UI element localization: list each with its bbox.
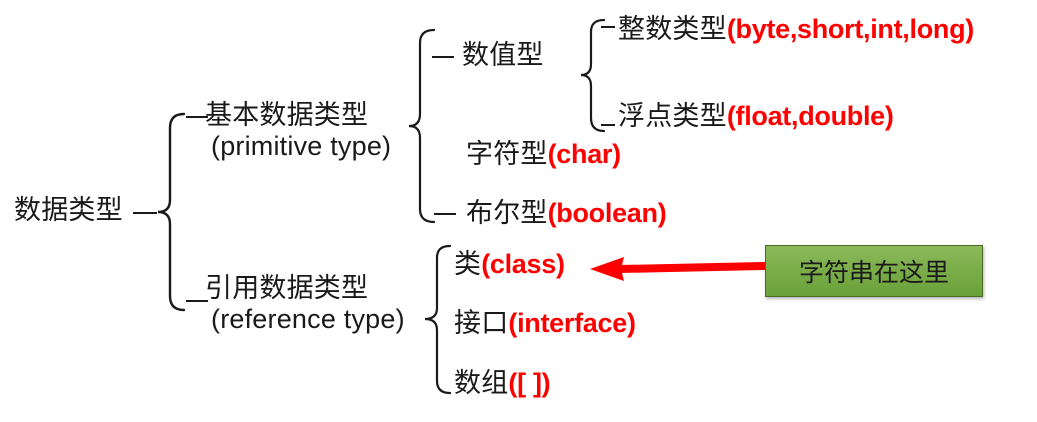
node-interface-label: 接口 xyxy=(454,308,509,339)
node-numeric-label: 数值型 xyxy=(462,40,544,71)
node-char-type: 字符型(char) xyxy=(466,139,621,171)
node-root: 数据类型 xyxy=(14,195,123,227)
node-reference-type: 引用数据类型 (reference type) xyxy=(205,273,405,334)
node-class-type: 类(class) xyxy=(454,249,565,281)
node-integer-code: (byte,short,int,long) xyxy=(726,14,974,44)
node-boolean-type: 布尔型(boolean) xyxy=(466,198,667,230)
node-primitive-label: 基本数据类型 xyxy=(205,100,369,131)
node-char-label: 字符型 xyxy=(466,139,548,170)
node-class-code: (class) xyxy=(481,249,565,279)
connector-root xyxy=(133,212,157,214)
node-float-code: (float,double) xyxy=(726,101,894,131)
connector-integer xyxy=(601,26,615,28)
brace-numeric xyxy=(580,18,606,134)
node-primitive-type: 基本数据类型 (primitive type) xyxy=(205,100,391,161)
node-interface-type: 接口(interface) xyxy=(454,308,636,340)
node-numeric-type: 数值型 xyxy=(462,40,544,72)
node-boolean-label: 布尔型 xyxy=(466,198,548,229)
connector-boolean xyxy=(434,213,456,215)
node-integer-label: 整数类型 xyxy=(618,14,727,45)
node-root-label: 数据类型 xyxy=(14,195,123,226)
node-char-code: (char) xyxy=(547,139,622,169)
connector-primitive xyxy=(186,116,208,118)
node-interface-code: (interface) xyxy=(508,308,636,338)
connector-numeric xyxy=(432,56,454,58)
node-array-label: 数组 xyxy=(454,368,509,399)
node-boolean-code: (boolean) xyxy=(547,198,667,228)
connector-reference xyxy=(186,300,208,302)
brace-primitive xyxy=(408,28,436,224)
node-array-code: ([ ]) xyxy=(508,368,551,398)
callout-arrow-icon xyxy=(588,252,768,291)
brace-root xyxy=(156,112,186,312)
node-reference-english: (reference type) xyxy=(211,304,405,335)
node-primitive-english: (primitive type) xyxy=(211,131,392,162)
node-float-label: 浮点类型 xyxy=(618,101,727,132)
callout-box[interactable]: 字符串在这里 xyxy=(765,245,983,297)
node-float-type: 浮点类型(float,double) xyxy=(618,101,894,133)
node-integer-type: 整数类型(byte,short,int,long) xyxy=(618,14,974,46)
node-class-label: 类 xyxy=(454,249,482,280)
callout-label: 字符串在这里 xyxy=(798,258,949,287)
brace-reference xyxy=(424,244,452,396)
node-array-type: 数组([ ]) xyxy=(454,368,551,400)
connector-float xyxy=(601,124,615,126)
node-reference-label: 引用数据类型 xyxy=(205,273,369,304)
